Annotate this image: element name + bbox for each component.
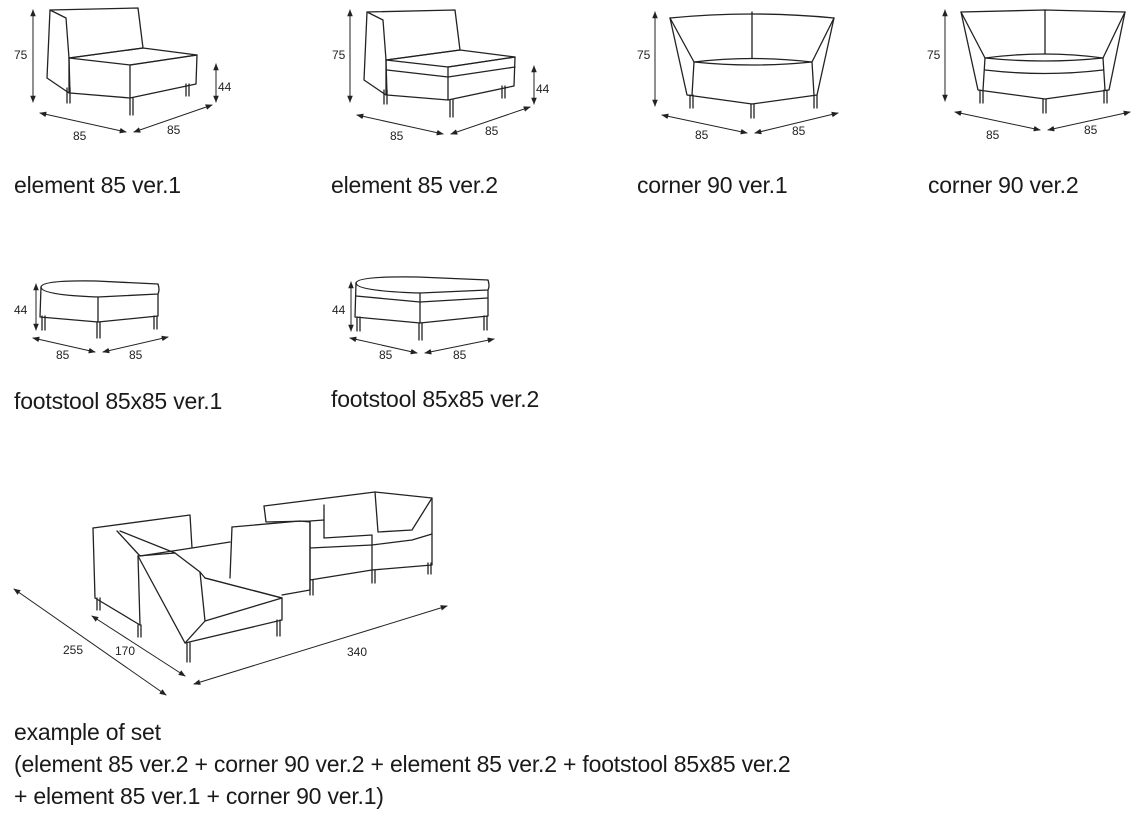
dim-seat-height: 44 [218, 80, 232, 94]
dim-length: 340 [347, 645, 367, 659]
dim-height: 75 [332, 48, 346, 62]
dim-depth: 85 [792, 124, 806, 138]
corner-90-ver2-drawing [960, 9, 1126, 114]
dim-height: 44 [332, 303, 346, 317]
corner-90-ver1-drawing [669, 11, 835, 119]
example-set-drawing [92, 491, 433, 663]
dim-height: 75 [637, 48, 651, 62]
caption-element-85-ver1: element 85 ver.1 [14, 172, 181, 198]
dim-height: 75 [927, 48, 941, 62]
caption-corner-90-ver2: corner 90 ver.2 [928, 172, 1079, 198]
element-85-ver2-drawing [363, 9, 516, 118]
dim-width: 85 [73, 129, 87, 143]
dim-seat-height: 44 [536, 82, 550, 96]
dim-depth: 85 [485, 124, 499, 138]
dim-width: 85 [986, 128, 1000, 142]
dim-depth: 85 [453, 348, 467, 362]
dim-height: 75 [14, 48, 28, 62]
dim-depth: 85 [1084, 123, 1098, 137]
set-composition-line2: + element 85 ver.1 + corner 90 ver.1) [14, 783, 384, 809]
caption-footstool-ver1: footstool 85x85 ver.1 [14, 388, 223, 414]
element-85-ver1-drawing [46, 7, 198, 116]
dim-inner-depth: 170 [115, 644, 135, 658]
dim-height: 44 [14, 303, 28, 317]
dim-width: 85 [390, 129, 404, 143]
dim-width: 85 [56, 348, 70, 362]
example-set-description: example of set (element 85 ver.2 + corne… [14, 716, 791, 812]
set-composition-line1: (element 85 ver.2 + corner 90 ver.2 + el… [14, 751, 791, 777]
dim-width: 85 [695, 128, 709, 142]
dim-total-depth: 255 [63, 643, 83, 657]
caption-element-85-ver2: element 85 ver.2 [331, 172, 498, 198]
footstool-ver1-drawing [39, 280, 160, 339]
footstool-ver2-drawing [354, 276, 490, 341]
caption-footstool-ver2: footstool 85x85 ver.2 [331, 386, 540, 412]
caption-corner-90-ver1: corner 90 ver.1 [637, 172, 788, 198]
dim-width: 85 [379, 348, 393, 362]
dim-depth: 85 [129, 348, 143, 362]
dim-depth: 85 [167, 123, 181, 137]
set-title: example of set [14, 719, 161, 745]
